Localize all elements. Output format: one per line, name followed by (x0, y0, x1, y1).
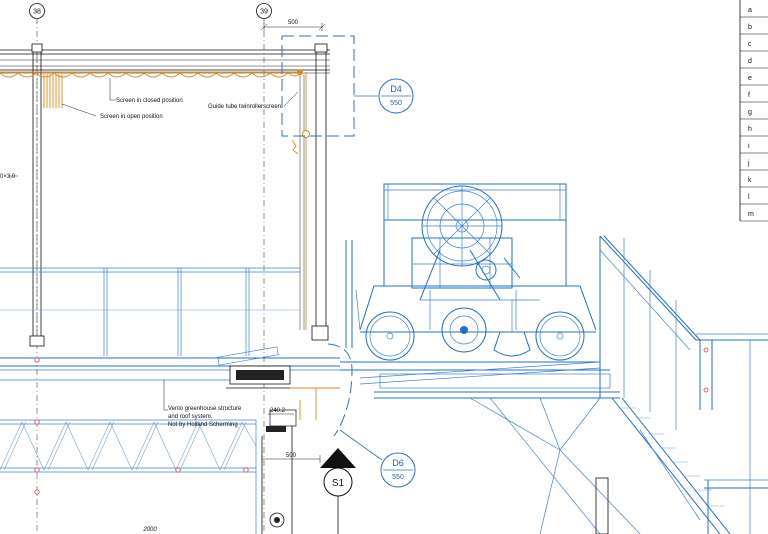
annotation-venlo-line1: Venlo greenhouse structure (168, 406, 242, 412)
dimension-left-label: 0×3,0 (0, 174, 16, 180)
detail-d4-boundary (281, 35, 355, 137)
wheel-right (535, 311, 585, 361)
revision-row-label: k (748, 177, 752, 184)
revision-row-label: i (748, 143, 750, 150)
revision-row-label: b (748, 24, 752, 31)
cable-drum (421, 185, 503, 267)
detail-callout-d6-scale: 550 (392, 474, 404, 481)
revision-row-label: g (748, 109, 752, 116)
detail-d6-leader (339, 429, 383, 461)
trolley-chassis (359, 285, 597, 333)
machine-deck (340, 361, 620, 399)
wheel-center (441, 307, 487, 353)
stair-handrail (599, 235, 701, 430)
revision-row-label: f (748, 92, 750, 99)
section-marker-s1: S1 (320, 448, 356, 534)
annotation-venlo: Venlo greenhouse structure and roof syst… (163, 380, 242, 428)
revision-table: a b c d e f g h i j k l m (739, 0, 768, 222)
detail-callout-d6: D6 550 (380, 452, 416, 488)
dimension-left: 0×3,0 (0, 174, 18, 180)
landing-right (595, 333, 768, 534)
detail-callout-d4: D4 550 (378, 78, 414, 114)
revision-row-label: m (748, 211, 754, 218)
guide-tube (291, 69, 310, 330)
annotation-guide-tube: Guide tube twinrollerscreen (208, 91, 299, 110)
revision-row-label: h (748, 126, 752, 133)
revision-row-label: c (748, 41, 752, 48)
support-bracing (469, 397, 701, 534)
dimension-bottom-label: 2000 (142, 527, 157, 533)
stair-stringer (611, 397, 731, 534)
annotation-venlo-line2: and roof system. (168, 414, 213, 420)
roof-gutter-beam (0, 49, 330, 74)
handrail-left (0, 267, 300, 356)
screen-closed (0, 71, 301, 78)
machine-side-post (345, 240, 361, 348)
suction-cup (493, 300, 531, 357)
drive-motor (419, 249, 521, 301)
revision-row-label: e (748, 75, 752, 82)
grid-marker-38: 38 (29, 3, 45, 19)
dimension-small-width-label: 500 (286, 453, 297, 459)
trolley-connection (217, 346, 340, 534)
annotation-screen-closed-label: Screen in closed position (116, 98, 183, 104)
detail-callout-d6-id: D6 (392, 458, 404, 468)
grid-marker-39: 39 (256, 3, 272, 19)
annotation-guide-tube-label: Guide tube twinrollerscreen (208, 104, 281, 110)
revision-row-label: l (748, 194, 750, 201)
machine-frame (383, 183, 567, 289)
dimension-top-label: 500 (288, 20, 299, 26)
grid-marker-38-label: 38 (33, 9, 41, 16)
revision-row-label: d (748, 58, 752, 65)
annotation-screen-closed: Screen in closed position (109, 78, 183, 104)
annotation-screen-open: Screen in open position (61, 103, 163, 120)
revision-row-label: j (747, 160, 750, 167)
wheel-left (365, 311, 415, 361)
dimension-top: 500 (260, 20, 326, 31)
bolt-markers (34, 357, 249, 495)
grid-marker-39-label: 39 (260, 9, 268, 16)
revision-row-label: a (748, 7, 752, 14)
screen-open-bundle (43, 74, 63, 108)
dimension-small-width: 500 (261, 453, 321, 463)
dimension-small-height: 240.2 (268, 408, 294, 415)
section-marker-s1-label: S1 (332, 478, 345, 489)
dimension-small-height-label: 240.2 (270, 408, 286, 414)
column-39 (299, 43, 329, 341)
detail-callout-d4-scale: 550 (390, 100, 402, 107)
detail-callout-d4-id: D4 (390, 84, 402, 94)
annotation-screen-open-label: Screen in open position (100, 114, 163, 120)
dimension-bottom: 2000 (142, 527, 157, 533)
lower-truss (0, 419, 257, 534)
column-38 (29, 43, 45, 347)
annotation-venlo-line3: Not by Holland Scherming (168, 422, 238, 428)
